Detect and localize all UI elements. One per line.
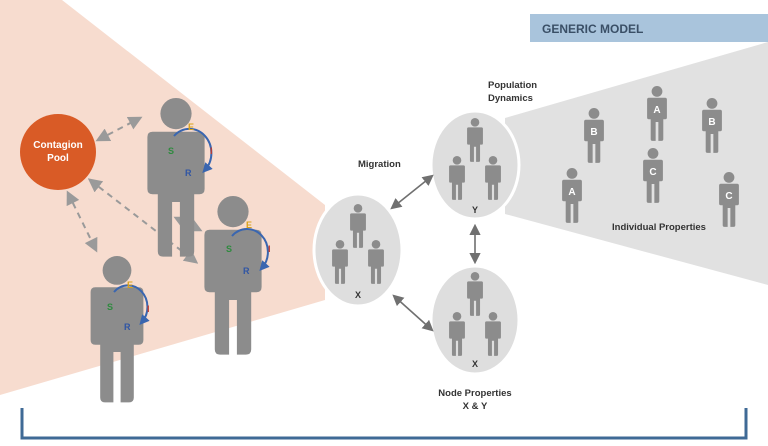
seir-e-2: E xyxy=(246,220,252,230)
individual-a-1: A xyxy=(647,86,667,141)
seir-r-1: R xyxy=(185,168,192,178)
node-properties-label-1: Node Properties xyxy=(438,388,511,399)
seir-s-2: S xyxy=(226,244,232,254)
individual-b-1: B xyxy=(584,108,604,163)
generic-model-banner xyxy=(530,14,768,42)
node-y: Y xyxy=(429,109,521,221)
migration-arrow-x-y xyxy=(390,174,434,210)
seir-i-3: I xyxy=(147,304,150,314)
seir-r-3: R xyxy=(124,322,131,332)
node-x-left-label: X xyxy=(355,290,361,300)
population-dynamics-label-1: Population xyxy=(488,80,537,91)
contagion-pool-label-2: Pool xyxy=(47,153,69,164)
individual-b-2: B xyxy=(702,98,722,153)
individual-c-1-label: C xyxy=(649,167,656,178)
seir-s-1: S xyxy=(168,146,174,156)
pool-link-2 xyxy=(87,178,199,264)
seir-cycle-2: S E I R xyxy=(226,220,271,276)
seir-cycle-arrow-1 xyxy=(173,127,213,173)
seir-cycle-3: S E I R xyxy=(107,280,150,332)
seir-i-1: I xyxy=(210,146,213,156)
individual-a-1-label: A xyxy=(653,105,660,116)
individuals-group: B A B A C C xyxy=(562,86,739,227)
seir-r-2: R xyxy=(243,266,250,276)
seir-cycle-arrow-3 xyxy=(113,284,150,326)
seir-cycle-arrow-2 xyxy=(231,228,270,272)
population-dynamics-label-2: Dynamics xyxy=(488,93,533,104)
node-x-bottom: X xyxy=(429,264,521,376)
individual-b-2-label: B xyxy=(708,117,715,128)
migration-arrows xyxy=(390,174,481,332)
migration-arrow-x-x xyxy=(392,294,434,332)
seir-cycle-1: S E I R xyxy=(168,122,213,178)
seir-i-2: I xyxy=(268,244,271,254)
banner-title: GENERIC MODEL xyxy=(542,22,643,36)
node-x-left: X xyxy=(312,192,404,308)
node-y-label: Y xyxy=(472,205,478,215)
pool-link-1 xyxy=(95,116,143,142)
seir-e-3: E xyxy=(127,280,133,290)
individual-a-2-label: A xyxy=(568,187,575,198)
individual-c-1: C xyxy=(643,148,663,203)
individual-c-2: C xyxy=(719,172,739,227)
migration-label: Migration xyxy=(358,159,401,170)
right-panel xyxy=(505,42,768,285)
seir-s-3: S xyxy=(107,302,113,312)
individual-c-2-label: C xyxy=(725,191,732,202)
node-properties-label-2: X & Y xyxy=(463,401,488,412)
individual-b-1-label: B xyxy=(590,127,597,138)
seir-e-1: E xyxy=(188,122,194,132)
individual-properties-label: Individual Properties xyxy=(612,222,706,233)
contagion-pool-label-1: Contagion xyxy=(33,140,82,151)
bottom-bracket xyxy=(20,408,748,440)
individual-a-2: A xyxy=(562,168,582,223)
node-x-bottom-label: X xyxy=(472,359,478,369)
contagion-pool xyxy=(20,114,96,190)
